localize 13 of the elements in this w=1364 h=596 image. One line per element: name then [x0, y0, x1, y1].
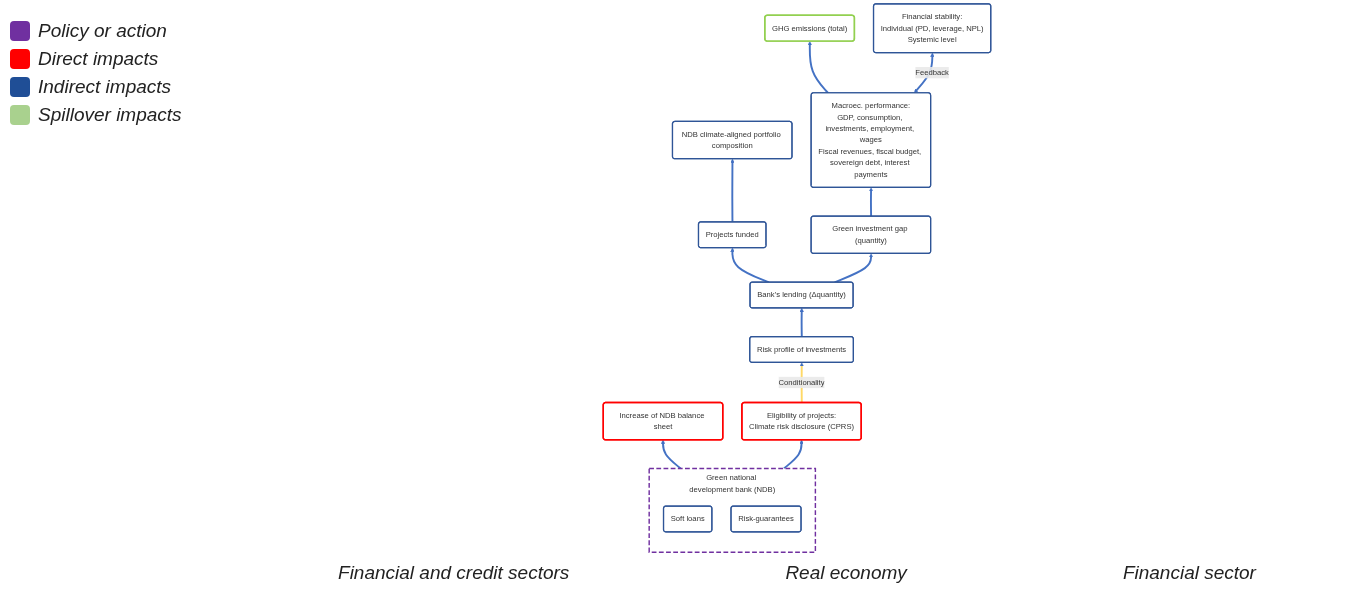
sector-label: Financial and credit sectors — [338, 562, 570, 584]
arrow — [799, 307, 804, 338]
legend-label: Indirect impacts — [38, 76, 172, 98]
arrow — [807, 41, 830, 94]
legend-label: Spillover impacts — [38, 104, 182, 126]
arrow — [868, 187, 874, 218]
arrow — [660, 439, 682, 470]
legend-label: Direct impacts — [38, 48, 159, 70]
legend-label: Policy or action — [38, 20, 167, 42]
sector-label: Real economy — [785, 562, 907, 584]
arrow — [730, 247, 770, 284]
arrow — [782, 439, 804, 470]
sector-label: Financial sector — [1122, 562, 1256, 584]
